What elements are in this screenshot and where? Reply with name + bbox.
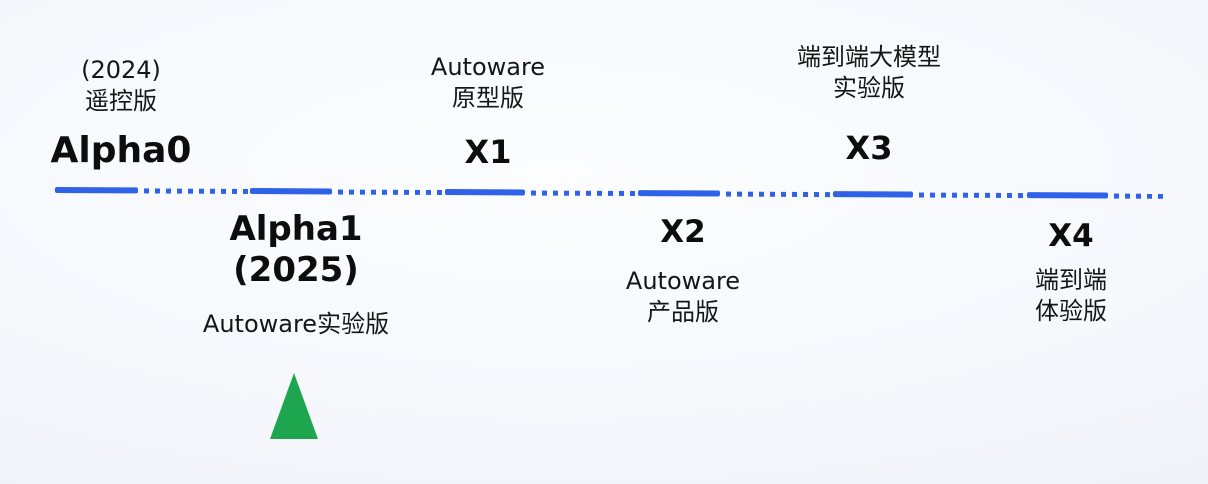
milestone-x1-label: X1 <box>464 133 512 171</box>
milestone-x1-note-line1: Autoware <box>430 53 546 81</box>
milestone-x2-note-line2: 产品版 <box>647 298 719 326</box>
milestone-alpha0-label: Alpha0 <box>50 130 192 171</box>
timeline-segment-solid <box>249 188 333 195</box>
timeline <box>54 187 1163 199</box>
milestone-alpha1: Alpha1 (2025) Autoware实验版 <box>186 209 406 340</box>
milestone-x4-label: X4 <box>1048 218 1094 254</box>
milestone-alpha0-note-line2: 遥控版 <box>85 87 157 115</box>
milestone-x4-note-line2: 体验版 <box>1035 297 1107 325</box>
milestone-alpha0: (2024) 遥控版 Alpha0 <box>36 55 206 171</box>
milestone-alpha0-note-line1: (2024) <box>81 56 161 84</box>
timeline-segment-solid <box>832 191 914 198</box>
milestone-x2-note-line1: Autoware <box>625 267 741 295</box>
milestone-x1-note-line2: 原型版 <box>452 84 524 112</box>
milestone-x4: X4 端到端 体验版 <box>963 217 1179 327</box>
milestone-x4-note-line1: 端到端 <box>1035 266 1107 294</box>
timeline-segment-dotted <box>331 188 446 195</box>
milestone-x2-label: X2 <box>660 214 706 250</box>
milestone-x3-note-line2: 实验版 <box>833 74 905 102</box>
milestone-alpha1-label-line1: Alpha1 <box>229 209 363 249</box>
timeline-segment-solid <box>1026 192 1109 199</box>
timeline-segment-dotted <box>719 190 834 197</box>
timeline-segment-dotted <box>524 189 639 196</box>
milestone-x3: 端到端大模型 实验版 X3 <box>756 42 982 167</box>
milestone-alpha1-note: Autoware实验版 <box>202 310 390 338</box>
milestone-alpha1-label-line2: (2025) <box>233 250 359 290</box>
timeline-segment-solid <box>444 189 526 196</box>
timeline-segment-solid <box>54 187 139 194</box>
triangle-marker-icon <box>270 373 318 439</box>
timeline-segment-dotted <box>1107 193 1163 199</box>
timeline-segment-dotted <box>137 187 251 194</box>
timeline-segment-dotted <box>912 191 1027 198</box>
milestone-x3-note-line1: 端到端大模型 <box>797 43 941 71</box>
timeline-segment-solid <box>637 190 721 197</box>
milestone-x3-label: X3 <box>845 129 893 167</box>
milestone-x2: X2 Autoware 产品版 <box>575 213 791 328</box>
milestone-x1: Autoware 原型版 X1 <box>378 52 598 171</box>
